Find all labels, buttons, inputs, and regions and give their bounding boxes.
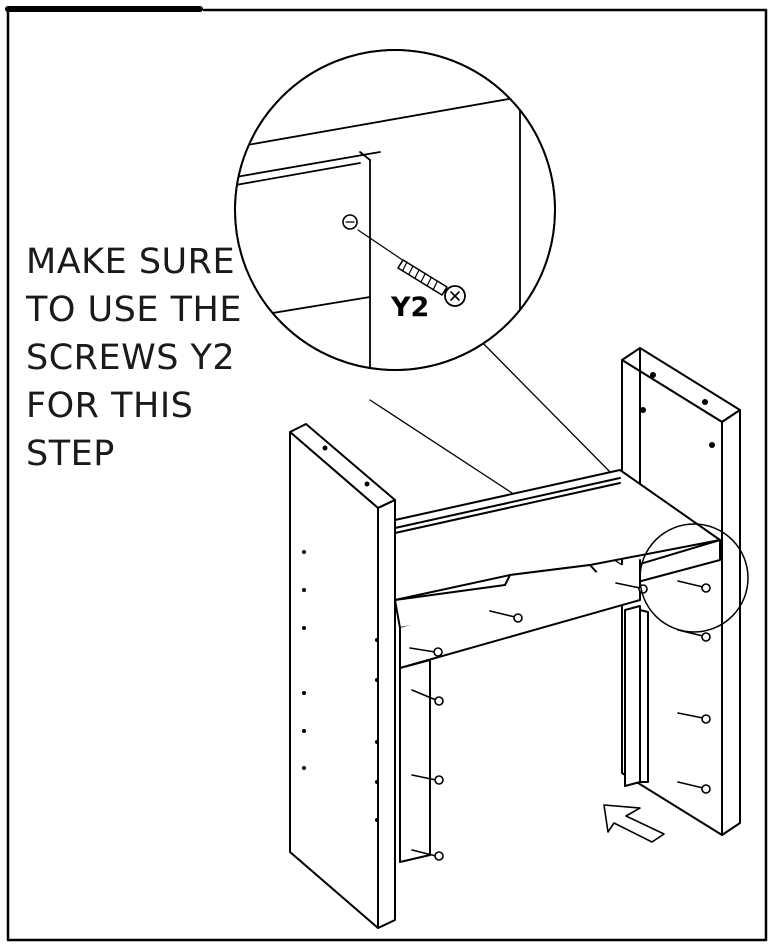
instruction-line: SCREWS Y2 — [26, 338, 236, 378]
instruction-text: MAKE SURE TO USE THE SCREWS Y2 FOR THIS … — [26, 238, 276, 478]
instruction-line: STEP — [26, 434, 115, 474]
instruction-line: MAKE SURE — [26, 242, 236, 282]
detail-indicator-circle — [639, 523, 749, 633]
page-border — [5, 6, 768, 942]
left-panel-holes — [302, 445, 379, 822]
front-uprights — [399, 605, 649, 863]
screws — [409, 580, 711, 861]
left-side-panel — [289, 423, 396, 929]
magnified-detail — [234, 49, 556, 371]
part-label-y2: Y2 — [391, 292, 430, 323]
right-panel-holes — [640, 372, 715, 448]
instruction-line: FOR THIS — [26, 386, 194, 426]
insert-direction-arrow — [603, 804, 665, 843]
instruction-line: TO USE THE — [26, 290, 242, 330]
